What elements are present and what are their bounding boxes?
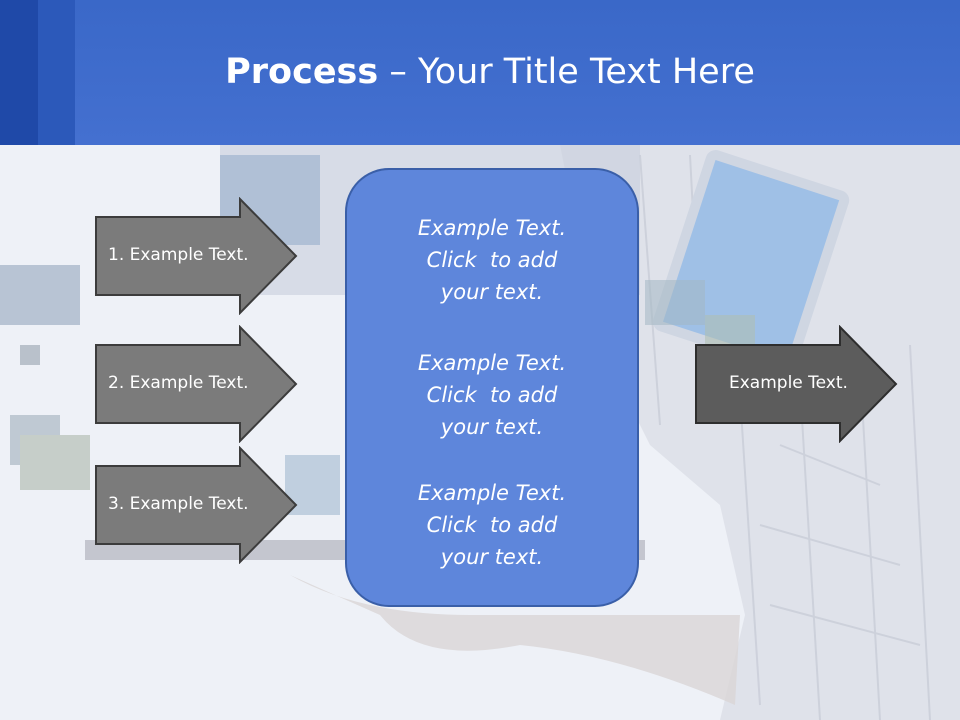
result-arrow-label: Example Text. <box>729 373 848 393</box>
title-bold: Process <box>225 52 379 92</box>
process-arrow-2-label: 2. Example Text. <box>108 373 249 393</box>
title-rest: – Your Title Text Here <box>378 52 755 92</box>
center-text-line: your text. <box>440 280 544 304</box>
center-text-line: Example Text. <box>417 351 567 375</box>
center-content-box[interactable] <box>345 168 639 607</box>
center-text-block-2[interactable]: Example Text. Click to add your text. <box>345 347 639 443</box>
header-accent-stripe <box>38 0 75 145</box>
process-arrow-3[interactable] <box>94 446 300 564</box>
center-text-line: Example Text. <box>417 216 567 240</box>
center-text-line: Example Text. <box>417 481 567 505</box>
result-arrow[interactable] <box>694 325 900 443</box>
center-text-block-3[interactable]: Example Text. Click to add your text. <box>345 477 639 573</box>
slide-title[interactable]: Process – Your Title Text Here <box>0 52 960 92</box>
center-text-line: your text. <box>440 545 544 569</box>
center-text-line: your text. <box>440 415 544 439</box>
process-arrow-2[interactable] <box>94 325 300 443</box>
center-text-line: Click to add <box>426 513 558 537</box>
center-text-line: Click to add <box>426 383 558 407</box>
center-text-block-1[interactable]: Example Text. Click to add your text. <box>345 212 639 308</box>
header-bar <box>0 0 960 145</box>
process-arrow-1[interactable] <box>94 197 300 315</box>
center-text-line: Click to add <box>426 248 558 272</box>
header-accent-stripe <box>0 0 38 145</box>
process-arrow-3-label: 3. Example Text. <box>108 494 249 514</box>
process-arrow-1-label: 1. Example Text. <box>108 245 249 265</box>
